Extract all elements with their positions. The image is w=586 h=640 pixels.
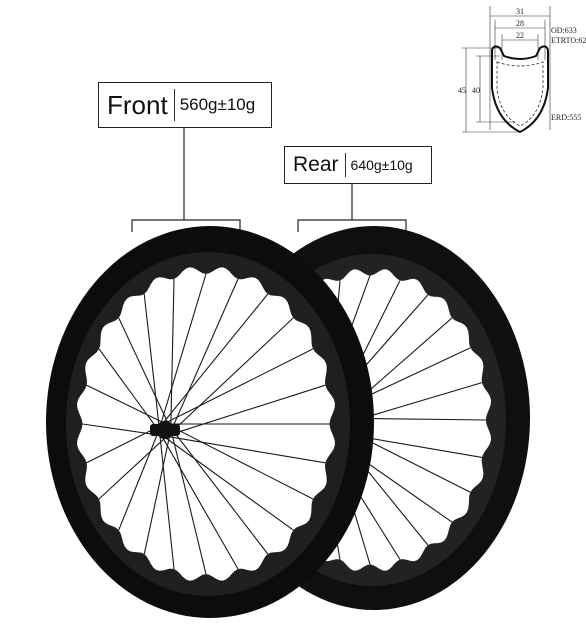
spoke bbox=[143, 293, 161, 434]
spoke bbox=[167, 424, 314, 500]
dim-height-outer: 45 bbox=[458, 86, 466, 95]
spoke bbox=[160, 433, 294, 531]
dim-erd: ERD:555 bbox=[551, 113, 581, 122]
dim-height-inner: 40 bbox=[472, 86, 480, 95]
spoke bbox=[169, 426, 269, 555]
spoke bbox=[163, 435, 326, 464]
rear-label-weight: 640g±10g bbox=[350, 157, 413, 173]
spoke bbox=[118, 317, 170, 426]
dim-etrto: ETRTO:622 bbox=[551, 36, 586, 45]
spoke bbox=[98, 348, 163, 436]
spoke bbox=[166, 384, 326, 437]
rear-label-divider bbox=[344, 153, 346, 177]
spoke bbox=[168, 317, 294, 435]
dim-inner-width-top: 28 bbox=[516, 19, 524, 28]
spoke bbox=[86, 384, 167, 425]
front-label-divider bbox=[173, 89, 175, 121]
spoke bbox=[98, 434, 169, 500]
spoke bbox=[161, 348, 314, 426]
spoke bbox=[158, 428, 175, 570]
spoke bbox=[158, 273, 207, 431]
dim-outer-width: 31 bbox=[516, 7, 524, 16]
spoke bbox=[143, 432, 171, 555]
dim-od: OD:633 bbox=[551, 26, 577, 35]
spoke bbox=[170, 278, 175, 429]
rear-label-name: Rear bbox=[293, 153, 339, 176]
spoke bbox=[159, 293, 269, 428]
dim-inner-width-bottom: 22 bbox=[516, 31, 524, 40]
spoke bbox=[170, 429, 207, 575]
front-wheel bbox=[46, 226, 374, 618]
front-label-name: Front bbox=[107, 89, 168, 120]
spoke bbox=[158, 431, 239, 570]
front-weight-label: Front 560g±10g bbox=[98, 82, 272, 128]
spoke bbox=[118, 425, 162, 531]
rear-weight-label: Rear 640g±10g bbox=[284, 146, 432, 184]
spoke bbox=[170, 278, 239, 432]
front-label-weight: 560g±10g bbox=[179, 95, 256, 114]
